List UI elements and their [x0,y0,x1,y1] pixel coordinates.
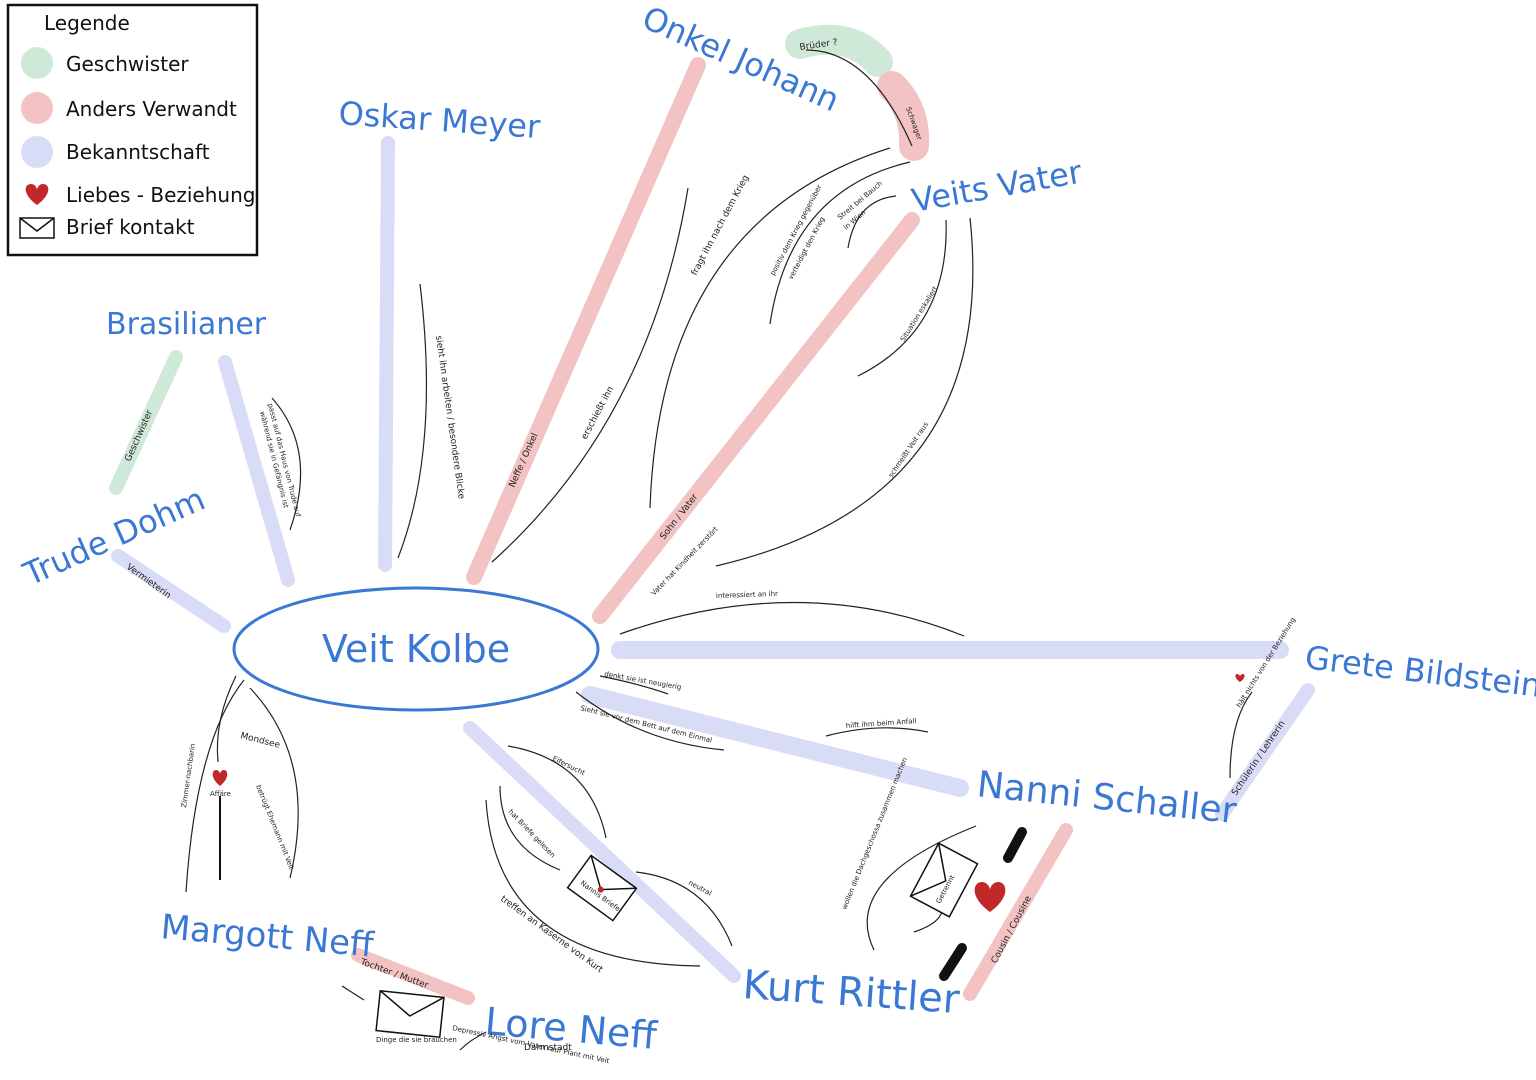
band-nanni [581,686,969,797]
label-geschwister: Geschwister [124,408,156,463]
band-schwager [877,71,930,161]
name-veits-vater[interactable]: Veits Vater [909,152,1086,219]
note-briefe-gelesen: hat Briefe gelesen [507,808,557,860]
name-nanni-schaller[interactable]: Nanni Schaller [975,764,1239,832]
legend-siblings-label: Geschwister [66,52,189,76]
name-margott-neff[interactable]: Margott Neff [159,907,376,966]
name-grete-bildstein[interactable]: Grete Bildstein [1303,638,1536,705]
legend-acquaintance-label: Bekanntschaft [66,140,210,164]
label-mondsee: Mondsee [239,731,281,751]
band-onkel [466,57,706,585]
note-margott-ehe: betrügt Ehemann mit Veit [254,784,295,871]
legend-letter-label: Brief kontakt [66,215,195,239]
note-oskar: sieht ihn arbeiten / besondere Blicke [433,335,466,500]
legend-title: Legende [44,11,130,35]
heart-icon [974,882,1006,912]
band-oskar [378,136,395,572]
name-veit-kolbe[interactable]: Veit Kolbe [322,627,510,671]
band-tochter [351,948,475,1005]
band-cousin [963,823,1073,1001]
heart-icon [212,770,228,786]
heart-icon [1235,674,1245,682]
note-zimmer: Zimmer-nachbarin [180,743,197,808]
relation-arrows [185,49,1253,1051]
band-brueder [785,24,893,77]
note-situation: Situation eskaliert [899,285,940,343]
label-affaere: Affäre [210,790,231,798]
legend-relatives-label: Anders Verwandt [66,97,237,121]
legend: Legende Geschwister Anders Verwandt Beka… [6,3,259,257]
note-interessiert: interessiert an ihr [716,590,778,600]
band-grete-nanni [1215,683,1315,821]
name-trude-dohm[interactable]: Trude Dohm [17,480,211,594]
label-schuelerin: Schülerin / Lehrerin [1230,719,1287,797]
envelope-icon [19,217,55,239]
heart-icon [25,184,49,205]
legend-acquaintance-swatch [21,136,53,168]
note-haelt-nichts: hält nichts von der Beziehung [1235,616,1297,709]
note-dinge: Dinge die sie brauchen [376,1036,457,1044]
note-schmeisst: schmeißt Veit raus [887,420,930,479]
label-darmstadt: Darmstadt [524,1043,572,1053]
relation-bands [109,24,1315,1005]
name-brasilianer[interactable]: Brasilianer [106,307,267,342]
label-sohn-vater: Sohn / Vater [658,492,700,542]
band-vater [592,212,920,624]
envelope-icon [375,989,445,1039]
band-brasilianer [218,355,295,587]
note-wollen: wollen die Dachgeschossa zusammen machen [840,756,909,910]
separator-b [939,943,967,981]
center-ellipse[interactable] [232,586,600,712]
band-geschwister [109,350,183,495]
note-treffen: treffen an Kaserne von Kurt [498,894,604,975]
band-trude [111,549,231,633]
separator-a [1003,827,1027,863]
legend-relatives-swatch [21,92,53,124]
note-eifersucht: Eifersucht [551,755,586,778]
envelope-icon [909,842,979,918]
note-onkel-fragt: fragt ihn nach dem Krieg [690,174,752,278]
note-denkt: denkt sie ist neugierig [604,670,682,691]
name-kurt-rittler[interactable]: Kurt Rittler [741,962,961,1023]
band-kurt [463,721,741,983]
note-neutral: neutral [687,879,713,898]
legend-love-label: Liebes - Beziehung [66,183,255,207]
legend-siblings-swatch [21,47,53,79]
note-erschiesst: erschießt ihn [580,385,616,441]
envelope-icon [566,854,638,922]
note-vater-verteidigt: verteidigt den Krieg [787,216,827,281]
name-oskar-meyer[interactable]: Oskar Meyer [337,94,542,146]
name-onkel-johann[interactable]: Onkel Johann [637,0,845,119]
